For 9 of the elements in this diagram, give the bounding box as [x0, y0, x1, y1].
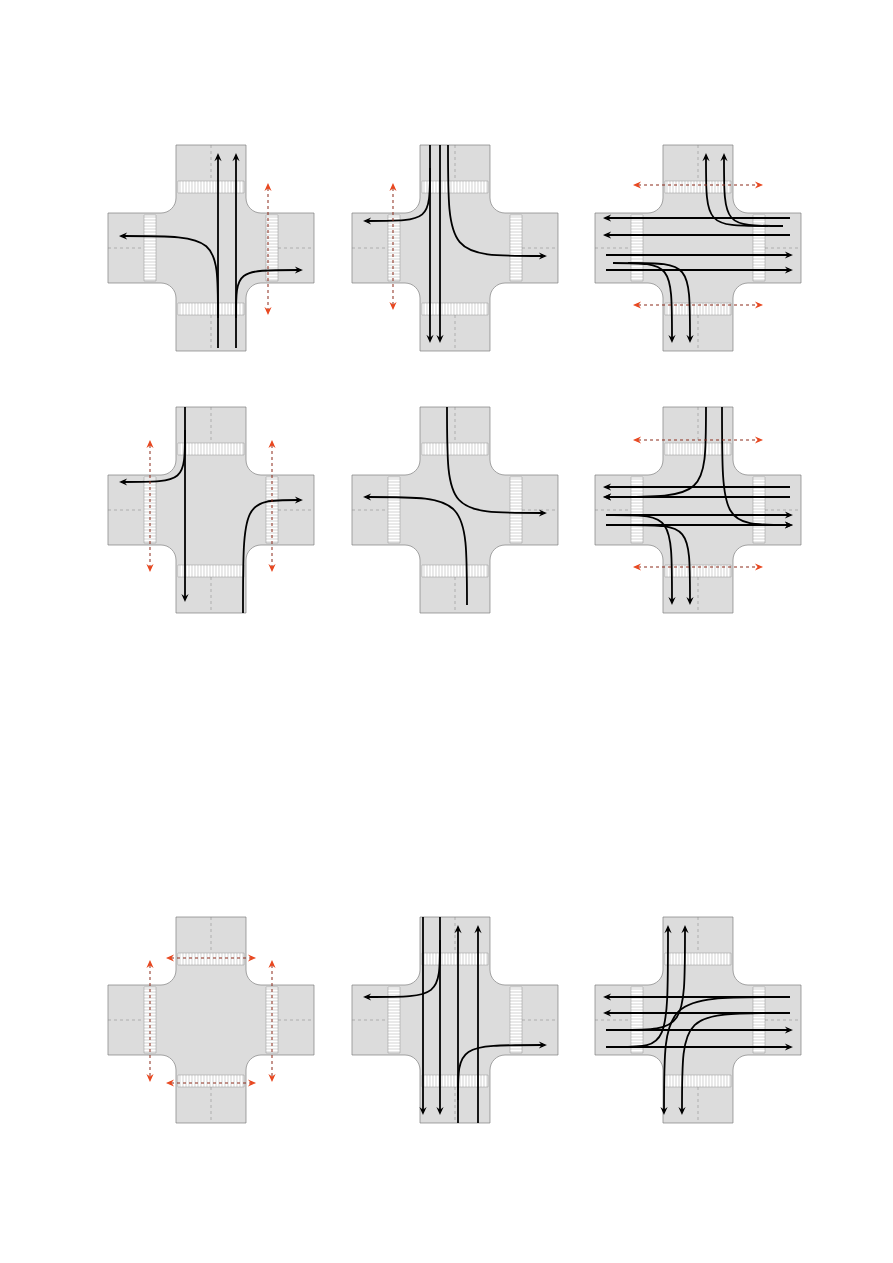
- intersection-drawing: [594, 144, 802, 352]
- intersection-drawing: [351, 144, 559, 352]
- intersection-drawing: [351, 406, 559, 614]
- intersection-drawing: [107, 406, 315, 614]
- intersection-drawing: [351, 916, 559, 1124]
- intersection-drawing: [594, 916, 802, 1124]
- intersection-drawing: [107, 144, 315, 352]
- intersection-drawing: [594, 406, 802, 614]
- intersection-drawing: [107, 916, 315, 1124]
